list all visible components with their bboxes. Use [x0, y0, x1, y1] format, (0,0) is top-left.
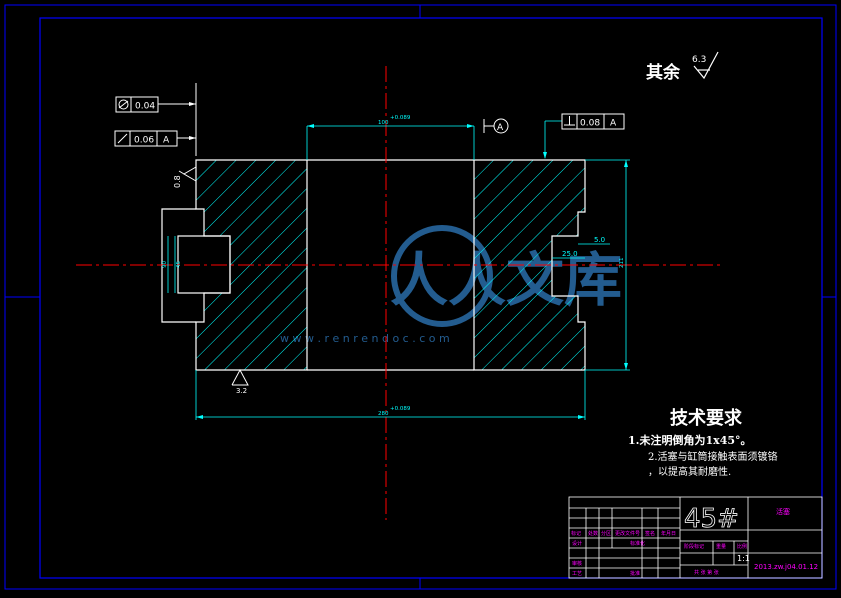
title-drawing-number: 2013.zw.j04.01.12 — [754, 563, 818, 571]
tech-requirement-item-1: 1.未注明倒角为1x45°。 — [628, 434, 752, 447]
tb-label-weight: 重量 — [716, 543, 726, 550]
perpendicularity-frame[interactable] — [561, 113, 625, 130]
tech-requirements-title: 技术要求 — [670, 408, 742, 429]
datum-label: A — [497, 123, 504, 133]
tb-label-change-doc: 更改文件号 — [615, 530, 640, 537]
dim-top-width-tol: +0.089 — [390, 115, 411, 121]
roughness-mark-left-icon — [178, 166, 197, 182]
dimension-lines — [167, 120, 630, 420]
title-part-name: 活塞 — [776, 507, 790, 516]
surface-finish-label: 其余 — [646, 62, 681, 83]
title-block-labels: 标记 处数 分区 更改文件号 签名 年月日 设计 标准化 阶段标记 重量 比例 … — [571, 530, 747, 577]
dim-top-width: 100 — [378, 120, 389, 126]
datum-symbol — [483, 118, 509, 134]
dim-groove-depth: 5.0 — [594, 236, 605, 244]
dimension-texts: 100 +0.089 280 +0.089 211 5.0 25.0 90 45 — [162, 115, 625, 417]
title-block — [568, 496, 823, 579]
border-centering-marks — [5, 5, 836, 589]
centerlines — [76, 66, 722, 520]
watermark-text-url: w w w . r e n r e n d o c . c o m — [280, 332, 450, 345]
dimension-arrows — [196, 124, 628, 419]
tb-label-zone: 分区 — [601, 530, 611, 537]
tb-label-design: 设计 — [572, 540, 582, 547]
tb-label-sign: 签名 — [645, 530, 655, 537]
tb-label-review: 审核 — [572, 560, 582, 567]
tech-requirement-item-3: ，以提高其耐磨性. — [648, 467, 732, 478]
runout-symbol-icon — [117, 133, 128, 144]
tb-label-count: 处数 — [588, 530, 598, 537]
tb-label-approve: 批准 — [630, 570, 640, 577]
tb-label-scale: 比例 — [737, 543, 747, 550]
inner-border — [39, 17, 823, 579]
dim-groove-width: 25.0 — [562, 250, 578, 258]
roughness-left-value: 0.8 — [173, 175, 182, 188]
runout-datum: A — [163, 136, 170, 146]
tolerance-leader-arrows — [189, 102, 196, 140]
tb-label-sheets: 共 张 第 张 — [694, 569, 719, 576]
tech-requirement-item-2: 2.活塞与缸筒接触表面须镀铬 — [648, 452, 778, 463]
dim-left-inner: 45 — [176, 261, 182, 268]
runout-value: 0.06 — [134, 136, 154, 146]
runout-frame[interactable] — [114, 130, 178, 147]
tb-label-mark: 标记 — [571, 530, 581, 537]
title-scale: 1:1 — [737, 554, 750, 563]
dim-left-outer: 90 — [162, 261, 168, 268]
title-material: 45# — [684, 504, 739, 534]
surface-finish-symbol-icon — [693, 51, 719, 80]
cylindricity-frame[interactable] — [115, 96, 159, 113]
cylindricity-value: 0.04 — [135, 102, 155, 112]
tb-label-standardize: 标准化 — [630, 540, 645, 547]
surface-finish-value: 6.3 — [692, 55, 706, 65]
cylindricity-symbol-icon — [118, 99, 129, 110]
perpendicularity-value: 0.08 — [580, 119, 600, 129]
roughness-bottom-value: 3.2 — [236, 387, 247, 395]
tb-label-date: 年月日 — [661, 530, 676, 537]
perpendicularity-datum: A — [610, 119, 617, 129]
dim-right-height: 211 — [619, 258, 625, 269]
tb-label-stage: 阶段标记 — [684, 543, 704, 550]
dim-bottom-width: 280 — [378, 411, 389, 417]
tb-label-process: 工艺 — [572, 571, 582, 577]
dim-bottom-width-tol: +0.089 — [390, 406, 411, 412]
roughness-mark-bottom-icon — [231, 368, 249, 386]
